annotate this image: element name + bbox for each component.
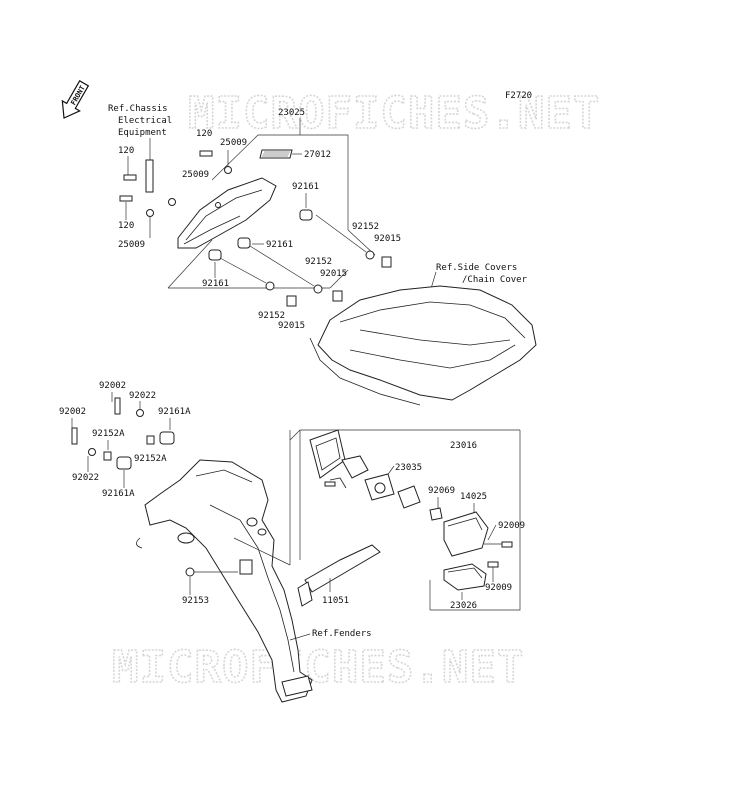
washer-92022-a [136,409,144,417]
bracket-hole [177,532,195,544]
label-23035: 23035 [395,463,422,473]
label-92069: 92069 [428,486,455,496]
spacer-92152A-b [103,451,112,461]
label-92022-b: 92022 [72,473,99,483]
washer-25009-a [224,166,232,174]
collar-92152-b [313,284,323,294]
collar-92152-a [365,250,375,260]
label-14025: 14025 [460,492,487,502]
label-92161A-a: 92161A [158,407,191,417]
label-120-b: 120 [118,146,134,156]
label-23026: 23026 [450,601,477,611]
label-92161-b: 92161 [266,240,293,250]
label-120-a: 120 [196,129,212,139]
grommet-92161-c [208,249,222,261]
bolt-120-b [123,174,137,181]
screw-92009-b [487,561,499,568]
label-92152A-b: 92152A [134,454,167,464]
bracket-11051 [304,544,381,593]
washer-92022-b [88,448,96,456]
bolt-92002-a [114,397,121,415]
lamp-socket [341,455,369,479]
watermark-top: MICROFICHES.NET [188,88,600,139]
label-92015-a: 92015 [374,234,401,244]
label-25009-a: 25009 [220,138,247,148]
bulb-92069 [429,507,443,521]
grommet-92161-a [299,209,313,221]
lens-14025 [443,511,489,557]
label-92009-a: 92009 [498,521,525,531]
label-92152A-a: 92152A [92,429,125,439]
ref-chassis-line1: Ref.Chassis [108,104,168,114]
ref-fenders: Ref.Fenders [312,629,372,639]
watermark-bottom: MICROFICHES.NET [112,642,524,693]
label-92015-c: 92015 [278,321,305,331]
washer-25009-b [168,198,176,206]
label-23016: 23016 [450,441,477,451]
label-92161A-b: 92161A [102,489,135,499]
grommet-92161-b [237,237,251,249]
label-92022-a: 92022 [129,391,156,401]
bolt-92002-b [71,427,78,445]
label-92152-b: 92152 [305,257,332,267]
cover-23026 [443,563,487,591]
connector-part [145,159,154,193]
ref-chassis-line3: Equipment [118,128,167,138]
spacer-92015-a [381,256,392,268]
label-92152-c: 92152 [258,311,285,321]
bolt-120-c [119,195,133,202]
label-120-c: 120 [118,221,134,231]
side-cover-part [317,285,537,401]
label-92161-c: 92161 [202,279,229,289]
license-plate-bracket [144,459,313,703]
lamp-housing [309,429,346,479]
label-92009-b: 92009 [485,583,512,593]
tail-light-housing [177,177,277,249]
label-92161-a: 92161 [292,182,319,192]
screw-92153 [185,567,195,577]
ref-side-covers-line1: Ref.Side Covers [436,263,517,273]
label-92002-b: 92002 [59,407,86,417]
bracket-plate [239,559,253,575]
collar-92152-c [265,281,275,291]
label-23025: 23025 [278,108,305,118]
ref-chassis-line2: Electrical [118,116,172,126]
label-92153: 92153 [182,596,209,606]
front-arrow-icon: FRONT [61,80,90,119]
label-92002-a: 92002 [99,381,126,391]
screw-92009-a [501,541,513,548]
bulb-holder [397,485,421,509]
label-27012: 27012 [304,150,331,160]
label-92015-b: 92015 [320,269,347,279]
washer-25009-c [146,209,154,217]
label-25009-c: 25009 [118,240,145,250]
label-25009-b: 25009 [182,170,209,180]
spacer-92152A-a [146,435,155,445]
grommet-92161A-a [159,431,175,445]
label-11051: 11051 [322,596,349,606]
grommet-92161A-b [116,456,132,470]
label-92152-a: 92152 [352,222,379,232]
ref-side-covers-line2: /Chain Cover [462,275,528,285]
bolt-120-a [199,150,213,157]
figure-code: F2720 [505,91,532,101]
spacer-92015-b [332,290,343,302]
spacer-92015-c [286,295,297,307]
